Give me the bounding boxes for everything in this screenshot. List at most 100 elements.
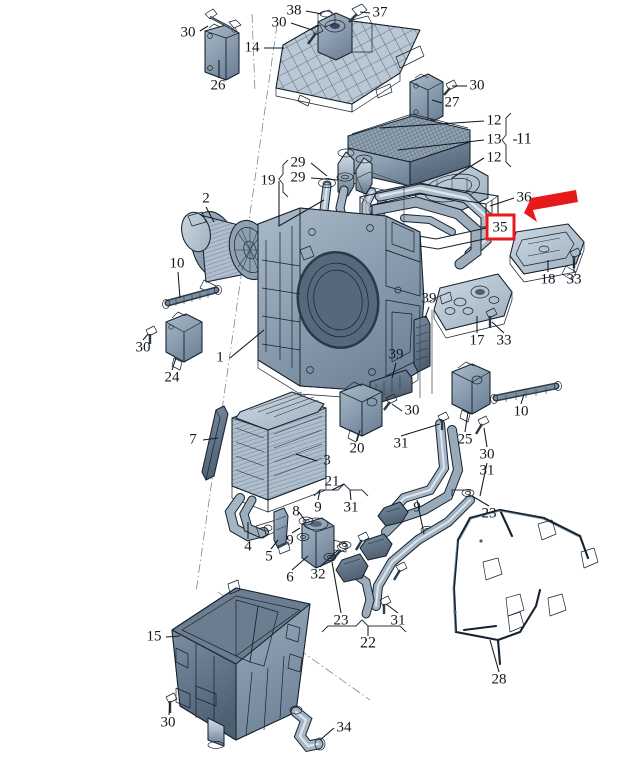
callout-24: 24 [165,369,181,385]
callout-4: 4 [244,538,252,554]
callout-36: 36 [517,189,533,205]
callout-7: 7 [189,431,197,447]
part-14-upper-cover [275,12,425,113]
part-5-clamp [273,507,291,555]
callout-27: 27 [445,94,461,110]
bracket-11 [501,112,517,168]
part-10-rod-a [162,285,222,309]
part-26-actuator [204,19,242,81]
callout-17: 17 [470,332,486,348]
callout-37: 37 [373,4,389,20]
callout-20: 20 [350,440,365,456]
callout-6: 6 [286,569,294,585]
part-24-actuator [165,311,203,371]
callout-22: 22 [360,635,376,652]
part-1-main-housing [257,207,425,401]
callout-31-a: 31 [394,435,409,451]
part-10-rod-b [490,381,562,404]
callout-30-e: 30 [405,402,420,418]
callout-30-a: 30 [181,24,196,40]
part-28-wiring-harness [452,508,599,666]
bracket-22 [321,619,407,633]
bracket-19 [278,159,289,198]
callout-12-b: 12 [487,149,502,165]
part-15-lower-housing [171,579,311,749]
callout-9-a: 9 [314,499,322,515]
callout-13: 13 [487,131,502,147]
callout-28: 28 [492,671,507,687]
callout-19: 19 [261,172,276,188]
callout-39-b: 39 [389,346,404,362]
callout-31-b: 31 [480,462,495,478]
bracket-23-upper [451,489,471,496]
callout-38: 38 [287,2,302,18]
callout-31-c: 31 [344,499,359,515]
highlight-annotation: 35 [485,188,578,241]
part-35-cover [509,223,585,283]
part-6-expansion-valve [301,517,347,569]
part-25-actuator [451,361,491,423]
callout-5: 5 [265,548,273,564]
part-3-evaporator [231,391,327,513]
callout-29-a: 29 [291,154,306,170]
part-30-screw-a [204,8,232,30]
callout-34: 34 [337,719,353,735]
part-27-actuator [409,73,444,129]
callout-30-g: 30 [161,714,176,730]
callout-29-b: 29 [291,169,306,185]
callout-14: 14 [245,39,261,55]
callout-35-highlighted: 35 [493,219,508,235]
part-7-seal-strip [201,405,229,481]
part-9-oring-a [296,533,310,541]
callout-21: 21 [325,473,340,489]
callout-32: 32 [311,566,326,582]
part-17-module [433,273,513,339]
callout-11: 11 [516,131,531,148]
part-33-screw-b [485,307,498,328]
part-30-screw-f [474,415,490,435]
part-32-bolt [331,541,349,561]
harness-connectors [482,519,599,633]
callout-2: 2 [202,190,210,206]
callout-30-b: 30 [272,14,287,30]
callout-25: 25 [458,431,473,447]
callout-23-b: 23 [334,612,349,628]
callout-31-d: 31 [391,612,406,628]
phantom-guide-17 [419,295,441,398]
callout-26: 26 [211,77,227,93]
callout-9-b: 9 [413,499,421,515]
part-30-screw-c [443,79,458,96]
part-37-bolt [348,3,368,23]
callout-10-a: 10 [170,255,185,271]
callout-3: 3 [323,452,331,468]
callout-33-a: 33 [567,271,582,287]
construction-lines [195,13,371,701]
duct-pipes-upper [368,182,492,270]
part-30-screw-g [165,692,178,713]
callout-30-d: 30 [136,339,151,355]
callout-30-f: 30 [480,446,495,462]
part-22-refrigerant-line [323,489,475,619]
part-39-seal-a [413,315,431,373]
callout-30-c: 30 [470,77,485,93]
callout-numbers: 30 26 38 37 30 14 30 27 12 13 12 11 29 2… [136,2,582,735]
callout-8: 8 [292,503,300,519]
part-30-screw-e [383,393,398,411]
callout-39-a: 39 [422,290,437,306]
highlight-box-35 [485,213,516,241]
callout-33-b: 33 [497,332,512,348]
part-20-actuator [339,381,383,443]
callout-15: 15 [147,628,162,644]
callout-12-a: 12 [487,112,502,128]
red-pointer-arrow [524,188,578,222]
callout-10-b: 10 [514,403,529,419]
callout-9-c: 9 [286,532,294,548]
callout-18: 18 [541,271,556,287]
part-4-evap-pipes [224,493,281,542]
part-8-oring [298,516,314,526]
part-34-drain-hose [289,705,326,753]
callout-23-a: 23 [482,505,497,521]
part-30-screw-b [306,24,324,45]
